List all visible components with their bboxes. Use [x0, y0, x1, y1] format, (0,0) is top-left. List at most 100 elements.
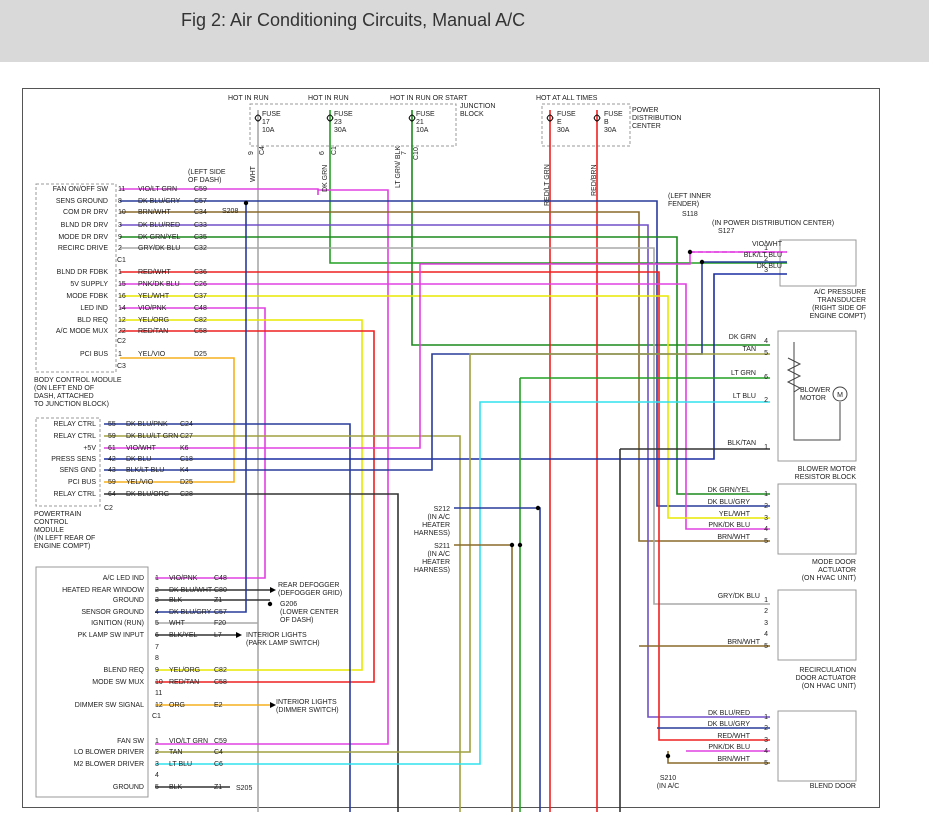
wire-lt-blu [155, 401, 770, 765]
bcm-circuit-code: C26 [194, 281, 207, 288]
control-circuit-code: E2 [214, 702, 223, 709]
wire-dk-blu [104, 273, 787, 460]
recirc-door-wire-color: BRN/WHT [727, 639, 760, 646]
bcm-wire-color: VIO/LT GRN [138, 186, 177, 193]
pcm-terminal-label: SENS GND [59, 467, 96, 474]
control-circuit-code: F20 [214, 620, 226, 627]
control-circuit-code: C82 [214, 667, 227, 674]
bcm-wire-color: YEL/WHT [138, 293, 170, 300]
control-terminal-label: DIMMER SW SIGNAL [75, 702, 144, 709]
transducer-wire-color: VIO/WHT [752, 241, 783, 248]
control-pin-number: 8 [155, 655, 159, 662]
control-terminal-label: HEATED REAR WINDOW [62, 587, 144, 594]
wire-brn-wht [120, 211, 770, 542]
control-terminal-label: PK LAMP SW INPUT [78, 632, 145, 639]
pcm-pin-number: 43 [108, 467, 116, 474]
resistor-wire-color: DK GRN [729, 334, 756, 341]
connector-c2-pcm: C2 [104, 505, 113, 512]
control-terminal-label: M2 BLOWER DRIVER [74, 761, 144, 768]
control-wire-color: BLK/YEL [169, 632, 198, 639]
fuse-terminal-label: C10 [413, 147, 420, 160]
control-circuit-code: Z1 [214, 784, 222, 791]
bcm-wire-color: YEL/ORG [138, 317, 169, 324]
control-pin-number: 11 [155, 690, 162, 697]
wire-gry-dk-blu [120, 247, 770, 605]
hot-at-all-times-label: HOT AT ALL TIMES [536, 95, 598, 102]
splice-dot [665, 753, 671, 759]
control-pin-number: 9 [155, 667, 159, 674]
blend-door-wire-color: RED/WHT [717, 733, 750, 740]
control-wire-color: WHT [169, 620, 186, 627]
bcm-circuit-code: C57 [194, 198, 207, 205]
resistor-symbol [786, 357, 802, 393]
blend-door-pin-number: 2 [764, 725, 768, 732]
bcm-terminal-label: A/C MODE MUX [56, 328, 108, 335]
bcm-pin-number: 3 [118, 222, 122, 229]
blend-door-wire-color: PNK/DK BLU [708, 744, 750, 751]
splice-s210-label: S210(IN A/C [657, 775, 680, 790]
bcm-circuit-code: C33 [194, 222, 207, 229]
powertrain-control-module-box [35, 417, 101, 507]
pcm-wire-color: DK BLU/PNK [126, 421, 168, 428]
blend-door-wire-color: DK BLU/GRY [708, 721, 751, 728]
splice-s127-label: S127 [718, 228, 734, 235]
recirc-door-pin-number: 3 [764, 620, 768, 627]
fuse-terminal-label: C4 [259, 146, 266, 155]
control-pin-number: 4 [155, 772, 159, 779]
wire-dk-grn-yel [120, 236, 770, 495]
bcm-wire-color: DK BLU/RED [138, 222, 180, 229]
diagram-frame [22, 88, 880, 808]
riser-wire-label: RED/BRN [591, 164, 598, 196]
pcm-wire-color: DK BLU/LT GRN [126, 433, 178, 440]
recirc-door-wire-color: GRY/DK BLU [718, 593, 760, 600]
fuse-icon [546, 114, 554, 122]
blend-door-pin-number: 4 [764, 748, 768, 755]
bcm-circuit-code: C82 [194, 317, 207, 324]
resistor-pin-number: 4 [764, 338, 768, 345]
control-wire-color: VIO/LT GRN [169, 738, 208, 745]
splice-dot [267, 601, 273, 607]
fuse-terminal-label: 7 [401, 151, 408, 155]
control-terminal-label: GROUND [113, 784, 144, 791]
fuse-terminal-label: 6 [319, 151, 326, 155]
control-circuit-code: Z1 [214, 597, 222, 604]
transducer-pin-number: 2 [764, 256, 768, 263]
control-circuit-code: C57 [214, 609, 227, 616]
connector-c2-bcm: C2 [117, 338, 126, 345]
resistor-pin-number: 6 [764, 374, 768, 381]
pcm-pin-number: 59 [108, 433, 116, 440]
figure-title: Fig 2: Air Conditioning Circuits, Manual… [181, 10, 526, 30]
wire-sensor-ground [155, 201, 247, 613]
resistor-wire-color: LT GRN [731, 370, 756, 377]
pcm-terminal-label: RELAY CTRL [53, 433, 96, 440]
control-pin-number: 2 [155, 749, 159, 756]
resistor-pin-number: 2 [764, 397, 768, 404]
control-terminal-label: SENSOR GROUND [81, 609, 144, 616]
wire-dk-blu-red [120, 224, 770, 718]
mode-door-wire-color: DK GRN/YEL [708, 487, 751, 494]
bcm-circuit-code: C59 [194, 186, 207, 193]
pcm-circuit-code: C28 [180, 491, 193, 498]
control-terminal-label: MODE SW MUX [92, 679, 144, 686]
pcm-circuit-code: C18 [180, 456, 193, 463]
wire-s211 [454, 544, 513, 812]
pcm-pin-number: 42 [108, 456, 116, 463]
blend-door-pin-number: 5 [764, 760, 768, 767]
pcm-terminal-label: +5V [83, 445, 96, 452]
blend-door-pin-number: 1 [764, 714, 768, 721]
mode-door-wire-color: BRN/WHT [717, 534, 750, 541]
wire-yel-vio [104, 357, 235, 483]
fuse-icon [254, 114, 262, 122]
bcm-terminal-label: 5V SUPPLY [70, 281, 108, 288]
bcm-pin-number: 15 [118, 281, 126, 288]
control-wire-color: LT BLU [169, 761, 192, 768]
